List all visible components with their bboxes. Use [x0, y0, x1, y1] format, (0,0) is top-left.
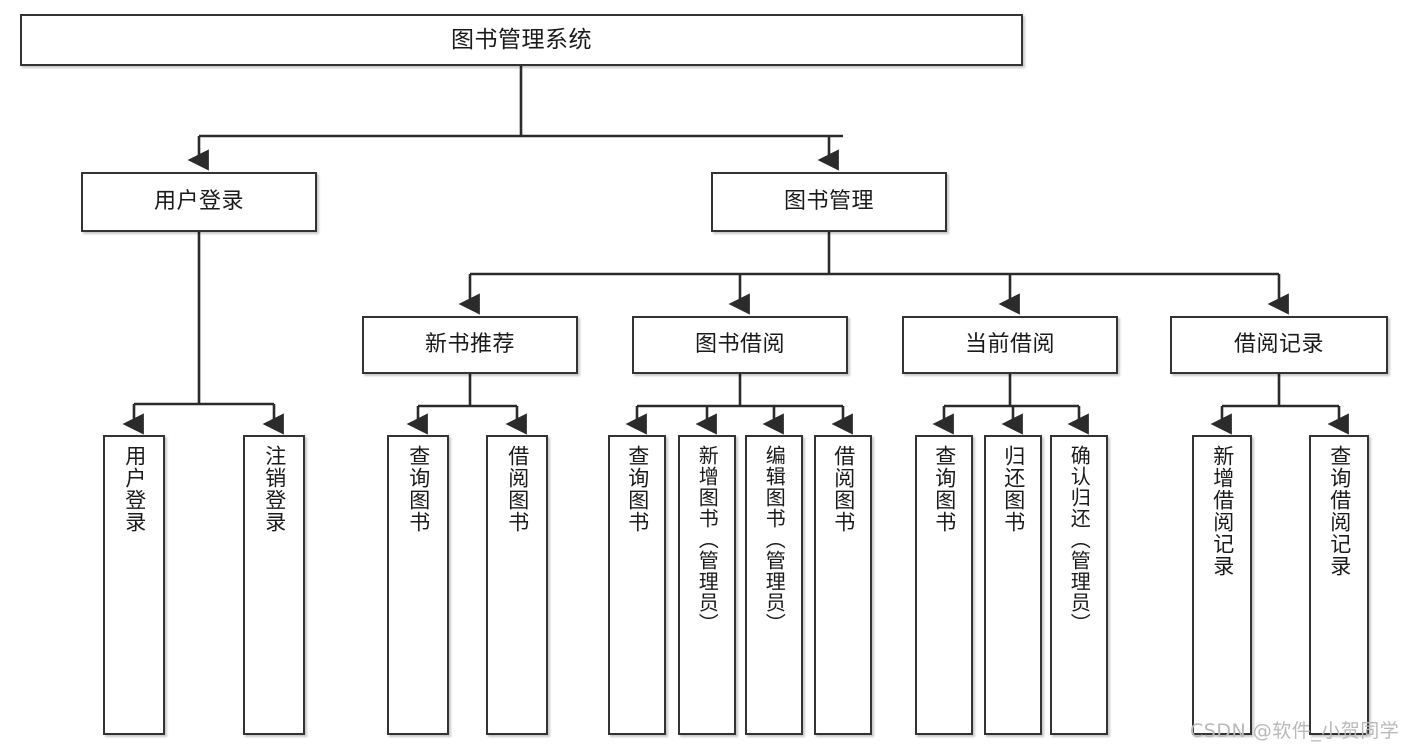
node-leaf-confirm-return[interactable]: 确认归还（管理员） — [1050, 435, 1108, 735]
node-leaf-query-book-1-label: 查询图书 — [406, 445, 431, 533]
node-leaf-return-book-label: 归还图书 — [1001, 445, 1026, 533]
node-leaf-add-record[interactable]: 新增借阅记录 — [1192, 435, 1252, 735]
node-leaf-add-record-label: 新增借阅记录 — [1210, 445, 1235, 577]
node-user-login[interactable]: 用户登录 — [81, 172, 317, 232]
node-leaf-confirm-return-label: 确认归还（管理员） — [1067, 445, 1092, 634]
node-leaf-query-book-1[interactable]: 查询图书 — [387, 435, 449, 735]
node-new-book-recommend[interactable]: 新书推荐 — [362, 316, 578, 374]
node-new-book-recommend-label: 新书推荐 — [424, 332, 515, 358]
node-leaf-logout-label: 注销登录 — [262, 445, 287, 533]
node-leaf-edit-book[interactable]: 编辑图书（管理员） — [745, 435, 803, 735]
node-leaf-borrow-book-2[interactable]: 借阅图书 — [814, 435, 872, 735]
node-leaf-borrow-book-2-label: 借阅图书 — [831, 445, 856, 533]
node-leaf-query-record[interactable]: 查询借阅记录 — [1309, 435, 1369, 735]
node-book-borrow-label: 图书借阅 — [694, 332, 785, 358]
node-book-borrow[interactable]: 图书借阅 — [632, 316, 848, 374]
node-leaf-query-book-2-label: 查询图书 — [625, 445, 650, 533]
node-user-login-label: 用户登录 — [153, 189, 244, 215]
node-leaf-add-book-label: 新增图书（管理员） — [695, 445, 720, 634]
watermark-text: CSDN @软件_小贺同学 — [1190, 720, 1400, 742]
node-borrow-record[interactable]: 借阅记录 — [1170, 316, 1388, 374]
node-leaf-return-book[interactable]: 归还图书 — [984, 435, 1042, 735]
node-current-borrow[interactable]: 当前借阅 — [902, 316, 1118, 374]
node-leaf-borrow-book-1[interactable]: 借阅图书 — [486, 435, 548, 735]
node-leaf-logout[interactable]: 注销登录 — [243, 435, 305, 735]
node-leaf-add-book[interactable]: 新增图书（管理员） — [678, 435, 736, 735]
node-leaf-query-book-3[interactable]: 查询图书 — [915, 435, 973, 735]
node-leaf-query-book-3-label: 查询图书 — [932, 445, 957, 533]
node-book-manage[interactable]: 图书管理 — [711, 172, 947, 232]
node-current-borrow-label: 当前借阅 — [964, 332, 1055, 358]
node-book-manage-label: 图书管理 — [783, 189, 874, 215]
node-leaf-query-book-2[interactable]: 查询图书 — [608, 435, 666, 735]
node-leaf-user-login[interactable]: 用户登录 — [103, 435, 165, 735]
node-root[interactable]: 图书管理系统 — [20, 14, 1023, 66]
node-leaf-borrow-book-1-label: 借阅图书 — [505, 445, 530, 533]
node-leaf-query-record-label: 查询借阅记录 — [1327, 445, 1352, 577]
node-leaf-edit-book-label: 编辑图书（管理员） — [762, 445, 787, 634]
node-root-label: 图书管理系统 — [451, 26, 592, 53]
node-leaf-user-login-label: 用户登录 — [122, 445, 147, 533]
node-borrow-record-label: 借阅记录 — [1233, 332, 1324, 358]
